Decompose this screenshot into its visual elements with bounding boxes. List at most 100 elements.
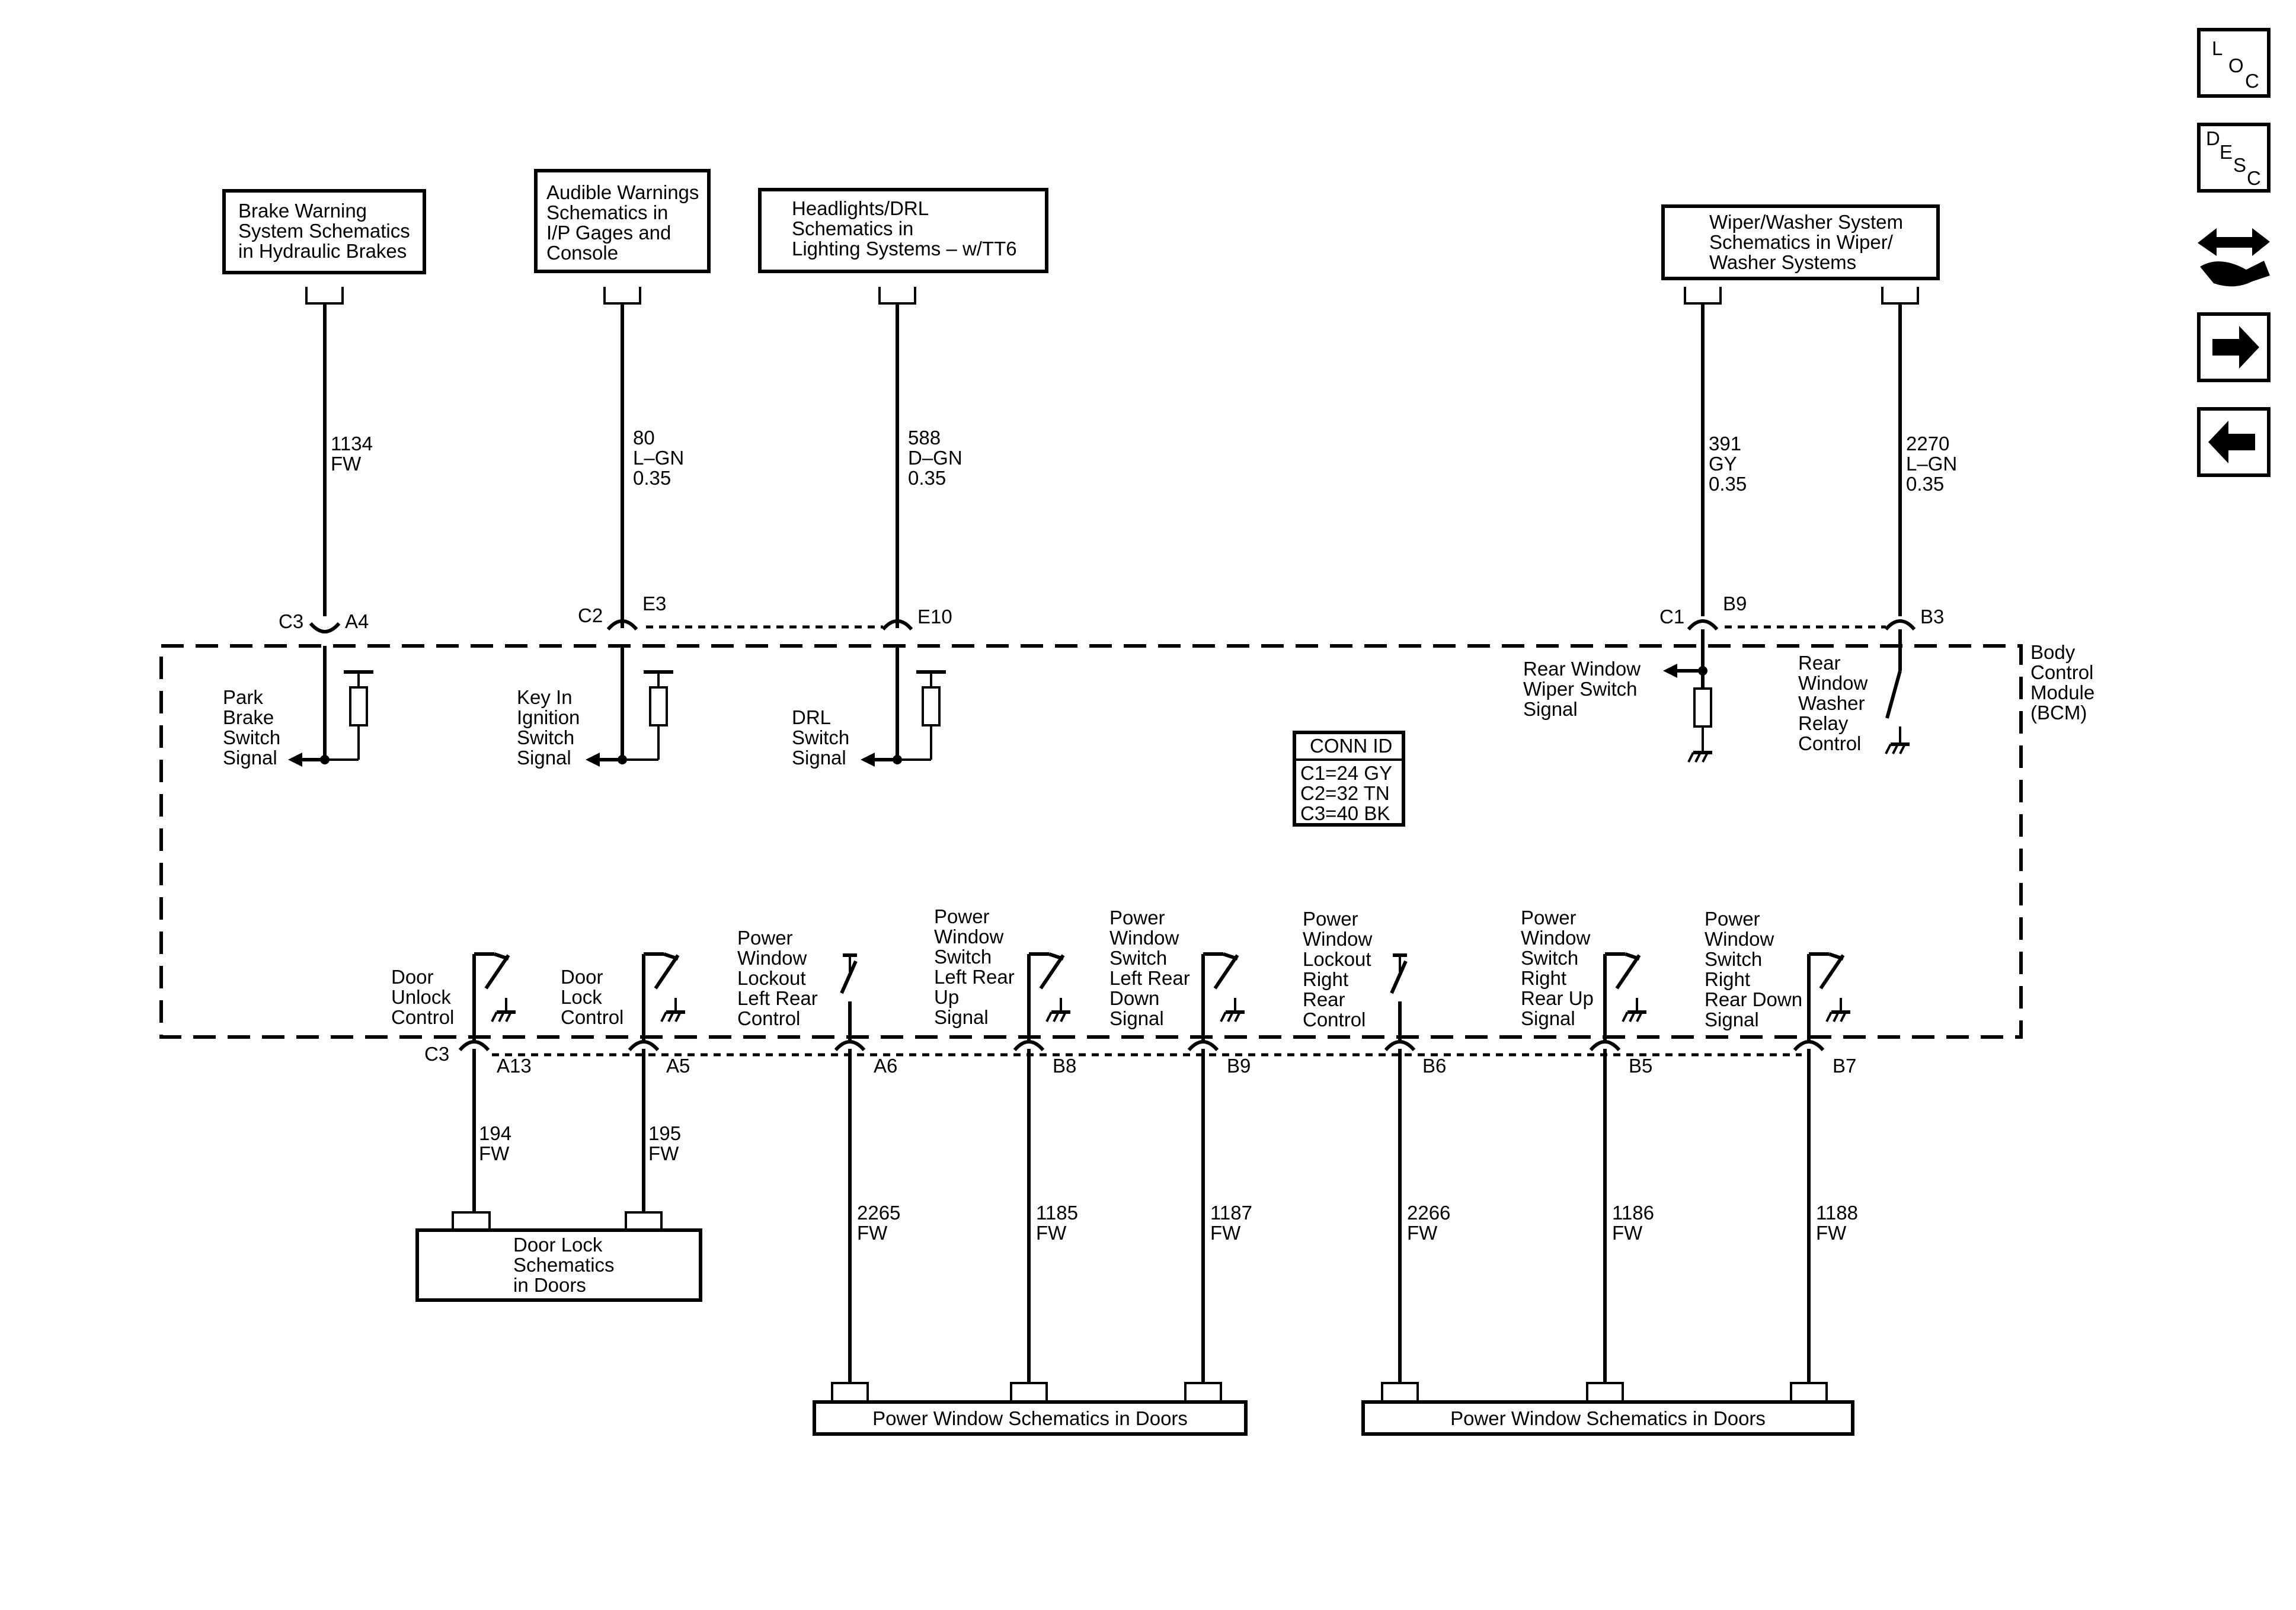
input-label: Signal xyxy=(223,747,277,769)
svg-text:Power: Power xyxy=(934,905,990,927)
switch-blade xyxy=(654,954,680,990)
ground-hatch xyxy=(1840,1012,1847,1022)
loc-icon[interactable]: L O C xyxy=(2197,28,2271,98)
svg-text:Switch: Switch xyxy=(1521,947,1578,969)
wire-color: D–GN xyxy=(908,447,962,469)
power-window-left-box: Power Window Schematics in Doors xyxy=(813,1382,1248,1436)
box-line: Console xyxy=(546,242,618,264)
desc-icon[interactable]: D E S C xyxy=(2197,123,2271,193)
svg-text:Body: Body xyxy=(2030,641,2076,663)
power-window-right-box: Power Window Schematics in Doors xyxy=(1361,1382,1854,1436)
svg-text:Rear Down: Rear Down xyxy=(1705,988,1802,1010)
svg-text:Switch: Switch xyxy=(934,946,992,968)
ground-hatch xyxy=(1053,1012,1060,1022)
svg-text:Power: Power xyxy=(737,927,793,949)
arrow-right-icon[interactable] xyxy=(2197,312,2271,382)
pin-id: B7 xyxy=(1833,1055,1856,1077)
svg-text:1186: 1186 xyxy=(1612,1202,1654,1224)
connector-terminal xyxy=(1384,1040,1416,1052)
wire-color: FW xyxy=(331,453,362,475)
svg-text:FW: FW xyxy=(1210,1222,1241,1244)
svg-text:Rear: Rear xyxy=(1303,988,1345,1010)
svg-text:Signal: Signal xyxy=(1521,1007,1575,1029)
svg-text:Control: Control xyxy=(737,1007,800,1029)
input-label: Brake xyxy=(223,706,274,728)
input-label: Signal xyxy=(1523,698,1578,720)
svg-text:Window: Window xyxy=(1705,928,1774,950)
svg-text:Signal: Signal xyxy=(934,1006,989,1028)
svg-text:Unlock: Unlock xyxy=(391,986,451,1008)
svg-text:O: O xyxy=(2228,55,2244,76)
svg-text:FW: FW xyxy=(648,1142,679,1164)
input-label: Signal xyxy=(792,747,846,769)
input-label: Control xyxy=(1798,732,1861,754)
nav-icons: L O C D E S C xyxy=(2197,28,2271,477)
pin-id: B9 xyxy=(1723,593,1747,614)
svg-text:194: 194 xyxy=(479,1122,511,1144)
bottom-switches xyxy=(458,952,1850,1383)
svg-text:FW: FW xyxy=(1036,1222,1067,1244)
svg-text:Right: Right xyxy=(1705,968,1750,990)
pin-id: A4 xyxy=(345,610,369,632)
conn-id-title: CONN ID xyxy=(1310,735,1392,757)
wire-gauge: 0.35 xyxy=(908,467,946,489)
pin-id: A6 xyxy=(874,1055,897,1077)
svg-text:Lock: Lock xyxy=(561,986,602,1008)
svg-text:Down: Down xyxy=(1109,987,1159,1009)
svg-text:Left Rear: Left Rear xyxy=(737,987,818,1009)
key-in-ignition-input: Key In Ignition Switch Signal xyxy=(517,646,673,769)
connector-terminal xyxy=(1013,1040,1045,1052)
svg-text:Switch: Switch xyxy=(1109,947,1167,969)
arrow-left-icon[interactable] xyxy=(2197,407,2271,477)
drl-input: DRL Switch Signal xyxy=(792,646,946,769)
connector-terminal xyxy=(1589,1040,1621,1052)
pin-id: B8 xyxy=(1053,1055,1076,1077)
connector-wrench-icon[interactable] xyxy=(2198,228,2270,287)
svg-text:2266: 2266 xyxy=(1407,1202,1450,1224)
svg-text:C: C xyxy=(2247,167,2261,189)
ground-hatch xyxy=(674,1012,682,1022)
svg-text:Right: Right xyxy=(1303,968,1348,990)
svg-text:Lockout: Lockout xyxy=(1303,948,1371,970)
pin-id: E10 xyxy=(917,606,952,628)
svg-text:FW: FW xyxy=(479,1142,510,1164)
ground-hatch xyxy=(1622,1012,1629,1022)
headlights-drl-box: Headlights/DRL Schematics in Lighting Sy… xyxy=(758,188,1048,273)
conn-id-row: C2=32 TN xyxy=(1300,782,1390,804)
conn-id-box: CONN ID C1=24 GY C2=32 TN C3=40 BK xyxy=(1293,731,1405,827)
svg-text:Window: Window xyxy=(737,947,807,969)
svg-text:Power: Power xyxy=(1303,908,1358,930)
wire-number: 80 xyxy=(633,427,655,449)
door-lock-box: Door Lock Schematics in Doors xyxy=(415,1211,702,1302)
ground-hatch xyxy=(1629,1012,1636,1022)
bottom-connectors: C3 A13 A5 A6 B8 B9 B6 B5 B7 xyxy=(424,1043,1856,1077)
svg-text:Signal: Signal xyxy=(1109,1007,1164,1029)
svg-text:(BCM): (BCM) xyxy=(2030,702,2087,724)
svg-text:Door: Door xyxy=(561,966,603,988)
ground-hatch xyxy=(1833,1012,1840,1022)
top-connector-labels: C3 A4 C2 E3 E10 C1 B9 B3 xyxy=(279,593,1944,632)
pin-id: B6 xyxy=(1422,1055,1446,1077)
wire-color: GY xyxy=(1709,453,1737,475)
svg-text:S: S xyxy=(2233,154,2246,176)
svg-text:Power: Power xyxy=(1705,908,1760,930)
box-line: Wiper/Washer System xyxy=(1709,211,1903,233)
box-line: Schematics in xyxy=(546,201,668,223)
svg-text:L: L xyxy=(2212,37,2223,59)
input-label: Rear xyxy=(1798,652,1841,674)
connector-terminal xyxy=(628,1040,660,1052)
rear-wiper-input: Rear Window Wiper Switch Signal xyxy=(1523,629,1712,763)
svg-text:C: C xyxy=(2245,70,2259,92)
svg-text:Power: Power xyxy=(1109,907,1165,929)
svg-text:FW: FW xyxy=(857,1222,888,1244)
box-line: I/P Gages and xyxy=(546,222,671,244)
wire-number: 1134 xyxy=(331,433,373,454)
connector-terminal xyxy=(1793,1040,1825,1052)
box-line: Headlights/DRL xyxy=(792,197,929,219)
svg-text:1187: 1187 xyxy=(1210,1202,1252,1224)
input-label: Switch xyxy=(223,726,280,748)
switch-blade xyxy=(1615,954,1641,990)
input-label: Signal xyxy=(517,747,571,769)
connector-terminal xyxy=(458,1040,490,1052)
svg-text:FW: FW xyxy=(1612,1222,1643,1244)
